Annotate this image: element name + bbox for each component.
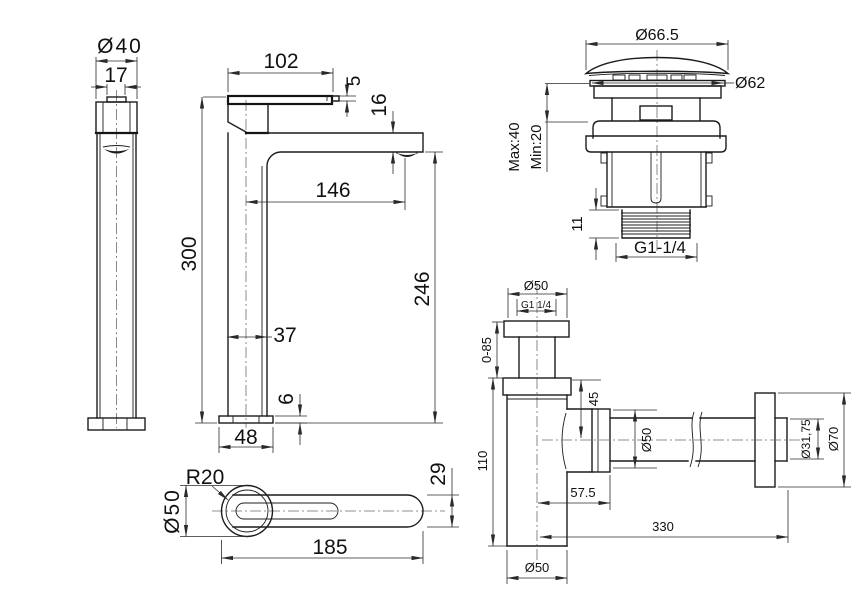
dim-cap-diameter (95, 57, 138, 99)
dim-label-outlet-height: 246 (411, 271, 434, 306)
drain-cap-dome (583, 56, 731, 75)
dim-label-spout-body-height: 16 (368, 93, 391, 116)
drain-collar (592, 120, 721, 139)
dim-mount-depth (544, 83, 589, 172)
dim-label-spout-reach: 146 (315, 179, 350, 202)
dim-label-handle-width: 29 (427, 462, 450, 485)
dim-outlet-center-drop (572, 379, 601, 439)
drain-cap-slots (612, 74, 697, 81)
dim-knob-width (91, 84, 141, 95)
dim-body-height (488, 377, 507, 547)
dim-label-thread-size: G1-1/4 (634, 238, 686, 257)
dim-label-body-width: 37 (273, 324, 296, 347)
dim-handle-length (227, 68, 334, 92)
dim-label-knob-width: 17 (104, 64, 127, 87)
dim-handle-length (221, 531, 424, 564)
dim-label-mount-depth-min: Min:20 (528, 124, 545, 169)
pipe-break-line (697, 411, 703, 468)
dim-label-nut-diameter: Ø50 (639, 428, 654, 453)
dim-label-base-width: 48 (234, 426, 257, 449)
dim-label-outlet-offset: 57.5 (570, 485, 595, 500)
dim-handle-width (427, 468, 459, 528)
handle-base (227, 103, 270, 135)
handle-lever-slot (235, 502, 339, 520)
aerator (104, 149, 129, 154)
drain-tab (639, 105, 673, 121)
dim-outlet-offset (537, 475, 611, 510)
dim-thread-length (589, 188, 619, 260)
dim-label-body-height: 110 (475, 451, 490, 472)
dim-inlet-thread (516, 299, 557, 316)
dim-label-pipe-diameter: Ø31,75 (799, 419, 813, 459)
dim-label-drain-cap-diameter: Ø66.5 (635, 27, 679, 44)
dim-base-height (275, 394, 307, 445)
dim-wall-reach (539, 490, 789, 543)
dim-hub-radius-leader (211, 485, 229, 501)
dim-drain-cap-diameter (585, 40, 729, 70)
dim-pipe-diameter (790, 418, 824, 460)
dim-height-adjust (492, 321, 504, 379)
dim-wall-flange-diameter (778, 392, 851, 488)
dim-label-body-diameter: Ø50 (525, 560, 550, 575)
dim-label-hub-radius: R20 (186, 466, 225, 489)
handle-hub-inner (225, 489, 269, 533)
handle-top-view: Ø50 R20 185 29 (161, 462, 459, 564)
drain-plate (593, 85, 722, 99)
dim-body-diameter (506, 550, 568, 584)
siphon-outlet-nut (566, 408, 611, 473)
siphon-outlet-pipe (609, 411, 788, 468)
dim-total-height (195, 96, 226, 424)
drain-body (600, 151, 713, 208)
drain-thread (621, 209, 691, 239)
drain-collar-lip (585, 135, 727, 153)
dim-label-lever-tip: 5 (344, 76, 365, 87)
handle-lever-outline (232, 494, 424, 528)
handle-lever (226, 94, 340, 106)
siphon-inlet-neck (518, 336, 556, 379)
siphon-inlet-flange (503, 320, 570, 338)
spout-outlet (396, 152, 418, 157)
dim-label-wall-reach: 330 (652, 519, 674, 534)
dim-label-outlet-center-drop: 45 (586, 392, 601, 406)
spout-arm (227, 132, 424, 417)
base-plate (87, 417, 146, 431)
dim-nut-diameter (613, 409, 657, 469)
dim-label-thread-length: 11 (569, 216, 586, 232)
dim-label-base-height: 6 (275, 393, 298, 405)
dim-label-cap-diameter: Ø40 (97, 35, 143, 58)
dim-label-inlet-diameter: Ø50 (524, 278, 549, 293)
dim-thread-size (615, 243, 698, 262)
faucet-side-view: 102 5 16 146 300 246 37 (178, 50, 443, 453)
siphon-view: Ø50 G1 1/4 0-85 110 45 Ø50 57.5 (475, 278, 851, 584)
faucet-front-view: Ø40 17 (87, 35, 146, 431)
dim-base-width (218, 427, 274, 453)
dim-label-mount-depth-max: Max:40 (506, 122, 523, 171)
dim-spout-reach (245, 158, 406, 210)
dim-label-inlet-thread: G1 1/4 (521, 300, 551, 311)
dim-lever-tip (339, 80, 356, 117)
dim-hub-diameter (180, 485, 247, 537)
dim-label-hub-diameter: Ø50 (161, 488, 184, 534)
dim-inlet-diameter (507, 288, 568, 318)
dim-label-drain-flange-diameter: Ø62 (735, 75, 765, 92)
siphon-body (506, 394, 568, 547)
dim-label-handle-length: 185 (312, 536, 347, 559)
dim-label-total-height: 300 (178, 236, 201, 271)
aerator-rim (102, 145, 131, 148)
dim-label-height-adjust: 0-85 (479, 337, 494, 363)
dim-label-wall-flange-diameter: Ø70 (826, 427, 841, 452)
pipe-break-line (689, 411, 695, 468)
dim-label-handle-length: 102 (263, 50, 298, 73)
base-plate (218, 415, 274, 424)
drain-assembly-view: Ø66.5 Ø62 Max:40 Min:20 11 G1-1/4 (506, 27, 765, 262)
siphon-body-cap (502, 377, 572, 396)
faucet-body-column (96, 132, 137, 419)
